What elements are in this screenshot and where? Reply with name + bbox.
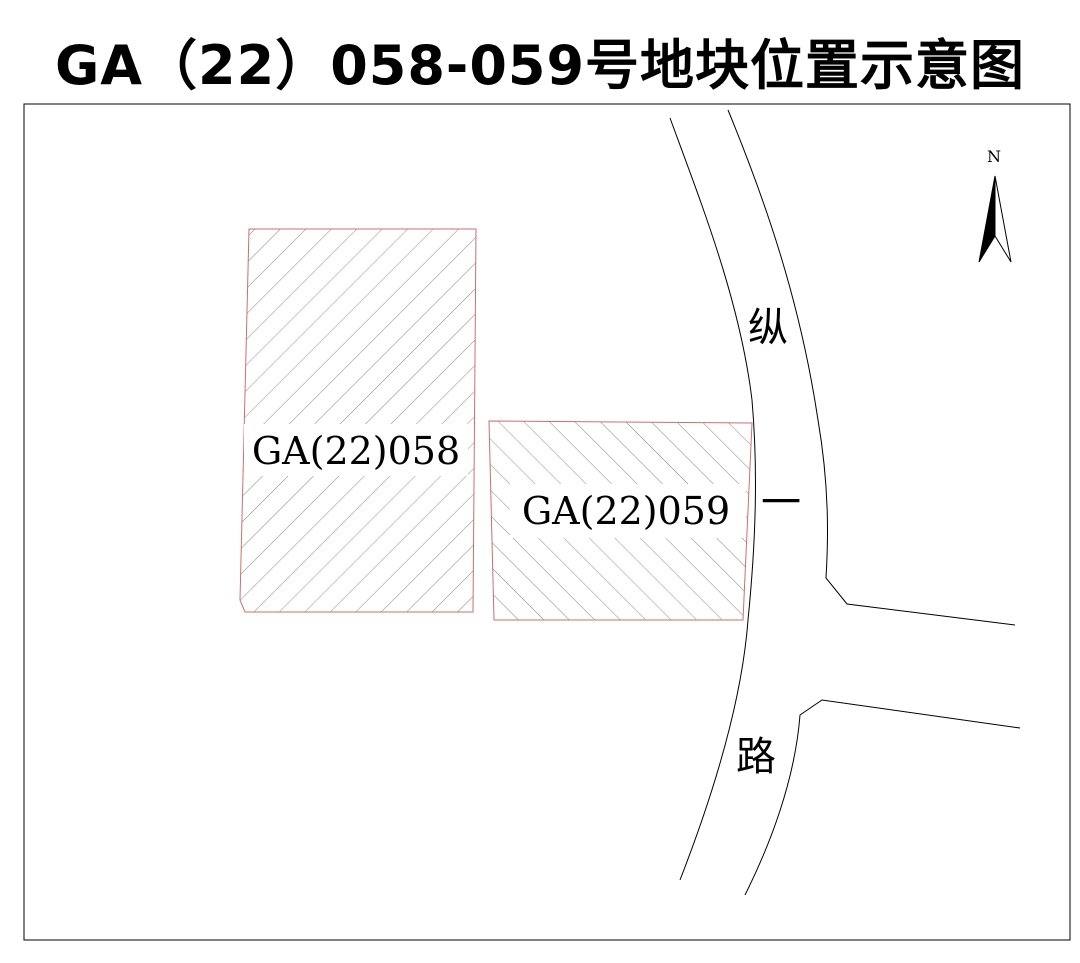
map-title: GA（22）058-059号地块位置示意图 bbox=[54, 34, 1026, 97]
north-arrow-light-half bbox=[994, 175, 1012, 263]
road-west-edge bbox=[669, 117, 756, 881]
parcel-059[interactable]: GA(22)059 bbox=[488, 420, 753, 621]
map-frame bbox=[23, 103, 1071, 941]
north-arrow-dark-half bbox=[978, 175, 996, 263]
road-zongyi bbox=[669, 109, 1021, 896]
parcel-058-boundary bbox=[239, 228, 477, 613]
road-name-char-2: 一 bbox=[761, 480, 801, 526]
parcel-059-label-bg bbox=[510, 484, 746, 538]
parcel-058-label: GA(22)058 bbox=[252, 429, 460, 473]
road-east-edge-north bbox=[727, 109, 1016, 626]
road-name-char-1: 纵 bbox=[748, 305, 788, 351]
north-arrow-icon: N bbox=[978, 147, 1012, 263]
parcel-058[interactable]: GA(22)058 bbox=[239, 228, 477, 613]
parcel-059-label: GA(22)059 bbox=[522, 489, 730, 533]
parcel-058-label-bg bbox=[244, 424, 468, 476]
north-arrow-label: N bbox=[987, 147, 1001, 166]
road-east-edge-south bbox=[744, 699, 1021, 896]
road-name-char-3: 路 bbox=[736, 734, 776, 780]
